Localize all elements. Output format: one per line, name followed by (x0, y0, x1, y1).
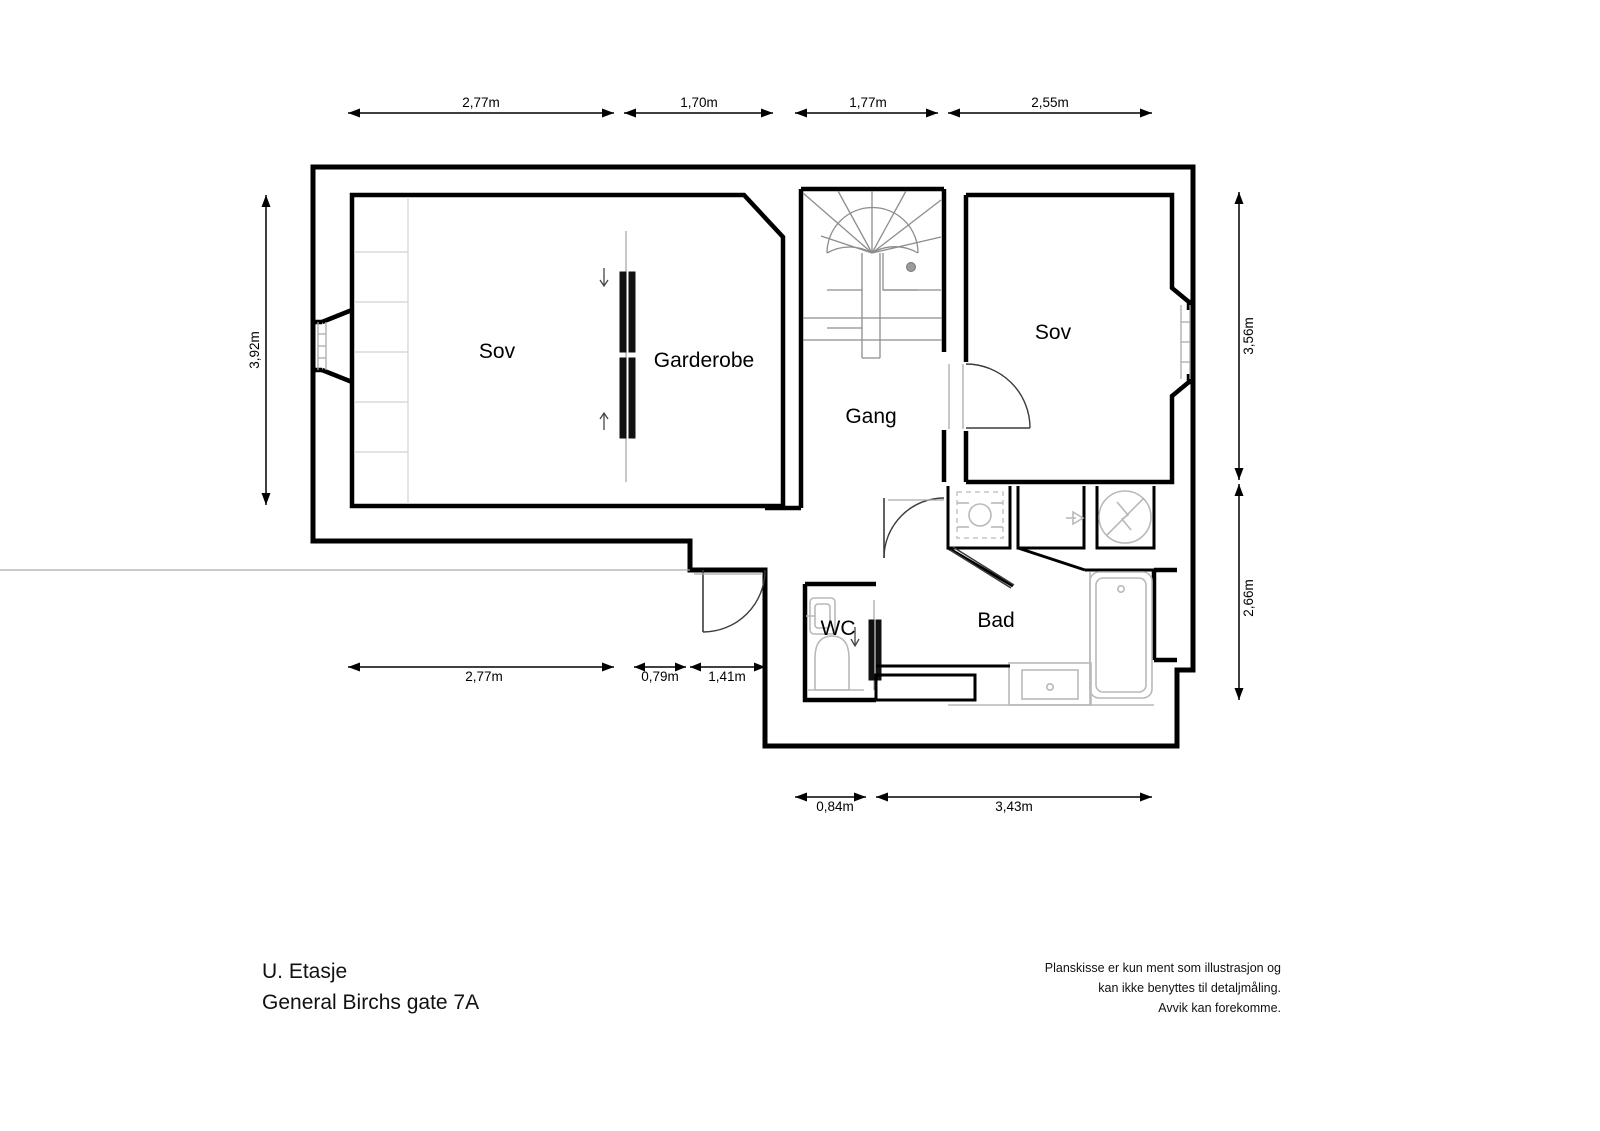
disclaimer-line-3: Avvik kan forekomme. (1158, 1001, 1281, 1015)
building-outline (310, 164, 1196, 749)
dimension-middle-3: 1,41m (690, 662, 765, 684)
washing-machine (1098, 490, 1152, 544)
slide-direction-arrow-down (850, 627, 860, 648)
dimension-chain-top: 2,77m 1,70m 1,77m 2,55m (348, 95, 1152, 118)
door-gang-to-bad[interactable] (883, 497, 945, 559)
disclaimer-line-2: kan ikke benyttes til detaljmåling. (1098, 981, 1281, 995)
dimension-chain-left: 3,92m (247, 195, 271, 505)
dimension-top-3: 1,77m (795, 95, 938, 118)
page-address: General Birchs gate 7A (262, 991, 479, 1014)
room-label-garderobe: Garderobe (654, 349, 754, 372)
dimension-middle-1: 2,77m (348, 662, 614, 684)
shower (956, 491, 1004, 539)
room-label-wc: WC (821, 617, 856, 640)
room-sov-left-walls (313, 192, 786, 509)
window-right-sov (1180, 305, 1191, 379)
dimension-label: 1,77m (849, 95, 887, 110)
dimension-chain-bottom: 0,84m 3,43m (795, 792, 1152, 814)
room-wc-walls (802, 581, 876, 703)
dimension-label: 0,79m (641, 669, 679, 684)
dimension-label: 2,55m (1031, 95, 1069, 110)
slide-direction-arrow-down (599, 268, 609, 288)
dimension-middle-2: 0,79m (634, 662, 686, 684)
dimension-chain-right: 3,56m 2,66m (1234, 192, 1256, 700)
dimension-label: 3,92m (247, 331, 262, 369)
dimension-top-2: 1,70m (624, 95, 773, 118)
sliding-door-garderobe[interactable] (599, 231, 636, 482)
dimension-label: 1,41m (708, 669, 746, 684)
disclaimer-line-1: Planskisse er kun ment som illustrasjon … (1045, 961, 1281, 975)
dimension-bottom-1: 0,84m (795, 792, 866, 814)
window-left (317, 322, 327, 370)
room-bad-walls (946, 486, 1177, 663)
bathroom-floor-line (948, 572, 1154, 706)
dimension-label: 1,70m (680, 95, 718, 110)
dimension-right-1: 3,56m (1234, 192, 1256, 480)
closet-sliding-doors-bad[interactable] (949, 546, 1015, 589)
dimension-top-4: 2,55m (948, 95, 1152, 118)
dimension-label: 3,43m (995, 799, 1033, 814)
room-label-gang: Gang (845, 405, 896, 428)
bench-counter (874, 664, 1010, 702)
toilet (808, 635, 864, 691)
room-label-sov-left: Sov (479, 340, 516, 363)
door-gang-to-sov-right[interactable] (948, 363, 1031, 429)
dimension-bottom-2: 3,43m (876, 792, 1152, 814)
room-label-bad: Bad (977, 609, 1014, 632)
room-gang-walls (765, 186, 947, 511)
dimension-chain-middle: 2,77m 0,79m 1,41m (348, 662, 765, 684)
page-title: U. Etasje (262, 960, 347, 983)
sliding-door-wc[interactable] (850, 600, 882, 690)
room-label-sov-right: Sov (1035, 321, 1072, 344)
flow-arrow-icon (1066, 510, 1085, 526)
dimension-label: 2,66m (1241, 579, 1256, 617)
bathtub (1089, 571, 1153, 699)
dimension-label: 3,56m (1241, 317, 1256, 355)
dimension-top-1: 2,77m (348, 95, 614, 118)
vanity-sink (1008, 662, 1092, 706)
dimension-right-2: 2,66m (1234, 484, 1256, 700)
dimension-label: 0,84m (816, 799, 854, 814)
room-sov-right-walls (963, 192, 1193, 485)
slide-direction-arrow-up (599, 411, 609, 430)
sink (806, 597, 836, 635)
dimension-label: 2,77m (465, 669, 503, 684)
dimension-label: 2,77m (462, 95, 500, 110)
entry-door[interactable] (0, 569, 766, 633)
staircase (802, 190, 942, 359)
sloped-ceiling-grid (354, 197, 409, 504)
